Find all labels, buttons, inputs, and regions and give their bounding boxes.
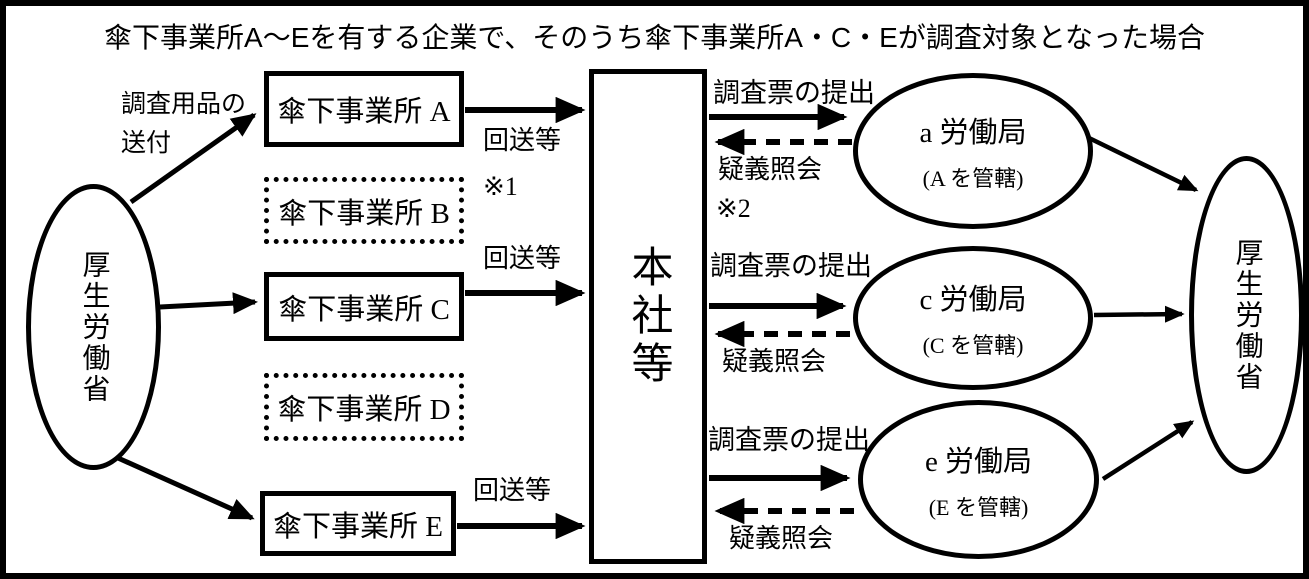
- bureau-e-jurisdiction: (E を管轄): [928, 494, 1029, 520]
- establishment-e-label: 傘下事業所 E: [273, 510, 443, 543]
- label-send-supplies-line2: 送付: [121, 129, 172, 157]
- bureau-e-ellipse: e 労働局 (E を管轄): [858, 400, 1099, 559]
- label-inquiry-e: 疑義照会: [729, 524, 834, 553]
- arrow-bureau-e-to-ministry: [1101, 420, 1195, 481]
- bureau-e-name: e 労働局: [924, 445, 1033, 478]
- headquarters-box: 本社等: [589, 69, 707, 564]
- label-note2: ※2: [716, 194, 751, 223]
- bureau-a-ellipse: a 労働局 (A を管轄): [853, 73, 1093, 229]
- arrow-bureau-c-to-ministry: [1093, 305, 1185, 323]
- label-send-supplies-line1: 調査用品の: [121, 91, 247, 118]
- ministry-right-ellipse: 厚生労働省: [1189, 156, 1303, 474]
- bureau-a-jurisdiction: (A を管轄): [922, 166, 1024, 191]
- arrow-bureau-a-to-ministry: [1088, 135, 1199, 193]
- label-forward-c: 回送等: [483, 244, 562, 273]
- label-inquiry-c: 疑義照会: [722, 347, 827, 376]
- label-note1: ※1: [483, 172, 518, 201]
- establishment-b-label: 傘下事業所 B: [278, 197, 450, 230]
- label-submit-a: 調査票の提出: [713, 78, 875, 108]
- arrow-ministry-to-c: [159, 292, 258, 315]
- label-inquiry-a: 疑義照会: [718, 155, 823, 184]
- bureau-c-ellipse: c 労働局 (C を管轄): [853, 246, 1093, 390]
- label-send-supplies: 調査用品の 送付: [121, 86, 246, 164]
- diagram-title: 傘下事業所A〜Eを有する企業で、そのうち傘下事業所A・C・Eが調査対象となった場…: [104, 22, 1205, 53]
- ministry-left-ellipse: 厚生労働省: [26, 184, 161, 470]
- ministry-right-label: 厚生労働省: [1231, 237, 1263, 393]
- label-forward-a: 回送等: [483, 126, 562, 155]
- establishment-d-label: 傘下事業所 D: [277, 394, 451, 426]
- establishment-d-box: 傘下事業所 D: [264, 373, 464, 441]
- establishment-a-box: 傘下事業所 A: [264, 71, 464, 147]
- establishment-e-box: 傘下事業所 E: [260, 491, 456, 556]
- establishment-b-box: 傘下事業所 B: [264, 177, 464, 244]
- bureau-c-jurisdiction: (C を管轄): [922, 333, 1024, 358]
- label-submit-e: 調査票の提出: [708, 425, 870, 455]
- establishment-c-label: 傘下事業所 C: [278, 293, 450, 326]
- bureau-c-name: c 労働局: [919, 284, 1027, 316]
- bureau-a-name: a 労働局: [919, 117, 1027, 149]
- establishment-c-box: 傘下事業所 C: [264, 272, 464, 341]
- label-submit-c: 調査票の提出: [710, 251, 872, 281]
- arrow-ministry-to-e: [116, 455, 255, 521]
- label-forward-e: 回送等: [473, 476, 552, 505]
- establishment-a-label: 傘下事業所 A: [277, 96, 451, 128]
- ministry-left-label: 厚生労働省: [78, 249, 110, 405]
- headquarters-label: 本社等: [625, 244, 671, 389]
